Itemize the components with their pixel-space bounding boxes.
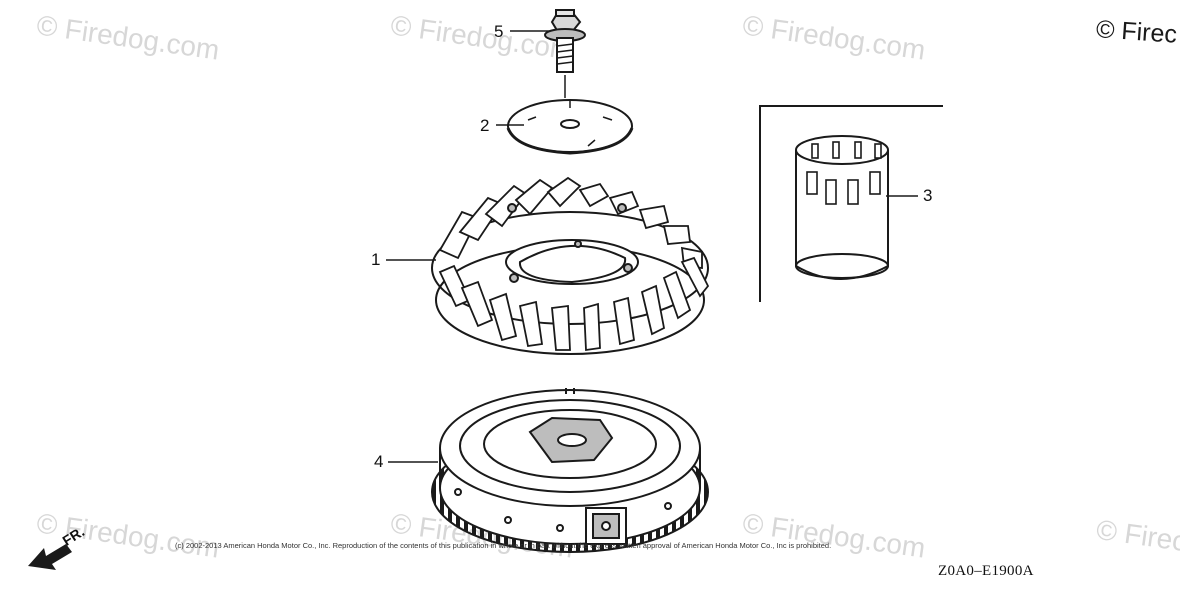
callout-5: 5 <box>494 22 504 41</box>
callout-2: 2 <box>480 116 490 135</box>
front-arrow-icon <box>28 544 72 570</box>
diagram-code: Z0A0–E1900A <box>938 563 1034 579</box>
part-bolt <box>544 9 586 73</box>
inset-frame <box>759 105 943 302</box>
copyright-notice: (c) 2002-2013 American Honda Motor Co., … <box>175 541 832 550</box>
callout-3: 3 <box>923 186 933 205</box>
callout-1: 1 <box>371 250 381 269</box>
part-flywheel <box>431 388 709 553</box>
leader-lines <box>386 30 918 463</box>
part-sleeve <box>795 135 889 280</box>
part-plate <box>506 99 634 155</box>
part-cooling-fan <box>431 176 710 355</box>
callout-4: 4 <box>374 452 384 471</box>
